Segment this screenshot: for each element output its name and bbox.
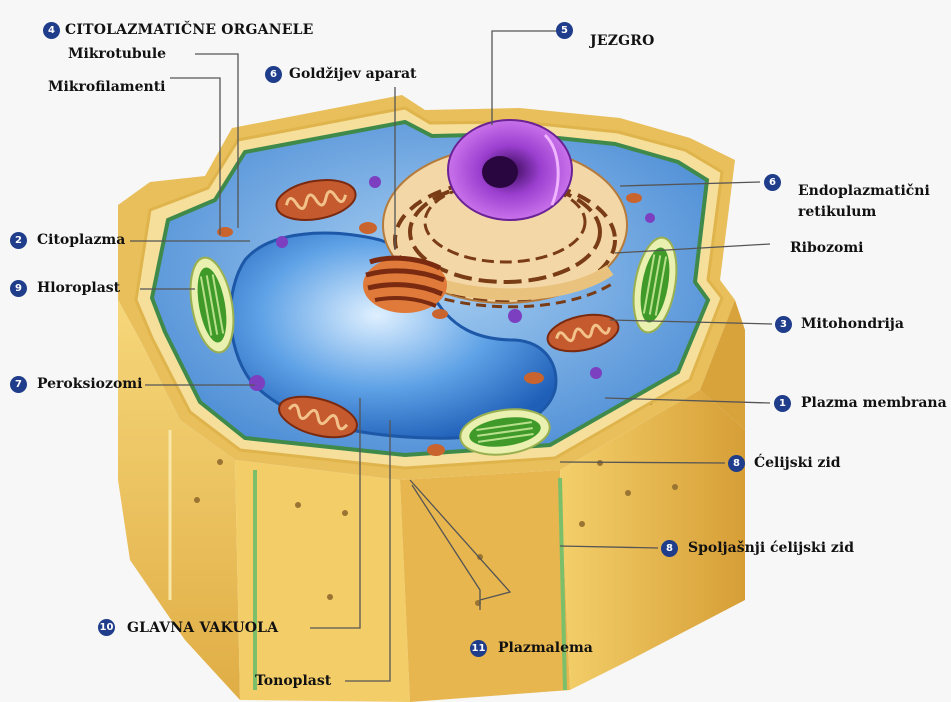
badge-glavna-vakuola: 10: [98, 619, 115, 636]
golgi-apparatus: [363, 257, 447, 313]
label-citoplazma: Citoplazma: [37, 232, 125, 249]
badge-jezgro: 5: [556, 22, 573, 39]
badge-citoplazma: 2: [10, 232, 27, 249]
badge-spoljasnji-zid: 8: [661, 540, 678, 557]
label-spoljasnji-zid: Spoljašnji ćelijski zid: [688, 540, 854, 557]
label-hloroplast: Hloroplast: [37, 280, 120, 297]
label-goldzijev-aparat: Goldžijev aparat: [289, 66, 417, 83]
label-mitohondrija: Mitohondrija: [801, 316, 904, 333]
label-citoplazmaticne-organele: CITOLAZMATIČNE ORGANELE: [65, 22, 314, 39]
nucleus: [448, 120, 572, 220]
label-ribozomi: Ribozomi: [790, 240, 864, 257]
label-jezgro: JEZGRO: [590, 33, 655, 50]
label-celijski-zid: Ćelijski zid: [754, 455, 841, 472]
label-plazma-membrana: Plazma membrana: [801, 395, 947, 412]
badge-endoplazmaticni: 6: [764, 174, 781, 191]
label-peroksiozomi: Peroksiozomi: [37, 376, 142, 393]
badge-plazmalema: 11: [470, 640, 487, 657]
badge-mitohondrija: 3: [775, 316, 792, 333]
badge-peroksiozomi: 7: [10, 376, 27, 393]
label-mikrofilamenti: Mikrofilamenti: [48, 79, 165, 96]
label-mikrotubule: Mikrotubule: [68, 46, 166, 63]
badge-plazma-membrana: 1: [774, 395, 791, 412]
badge-celijski-zid: 8: [728, 455, 745, 472]
label-endoplazmaticni-line2: retikulum: [798, 204, 876, 221]
label-glavna-vakuola: GLAVNA VAKUOLA: [127, 620, 278, 637]
badge-hloroplast: 9: [10, 280, 27, 297]
label-plazmalema: Plazmalema: [498, 640, 593, 657]
label-endoplazmaticni-line1: Endoplazmatični: [798, 183, 930, 200]
badge-citoplazmaticne-organele: 4: [43, 22, 60, 39]
badge-goldzijev-aparat: 6: [265, 66, 282, 83]
label-tonoplast: Tonoplast: [255, 673, 331, 690]
